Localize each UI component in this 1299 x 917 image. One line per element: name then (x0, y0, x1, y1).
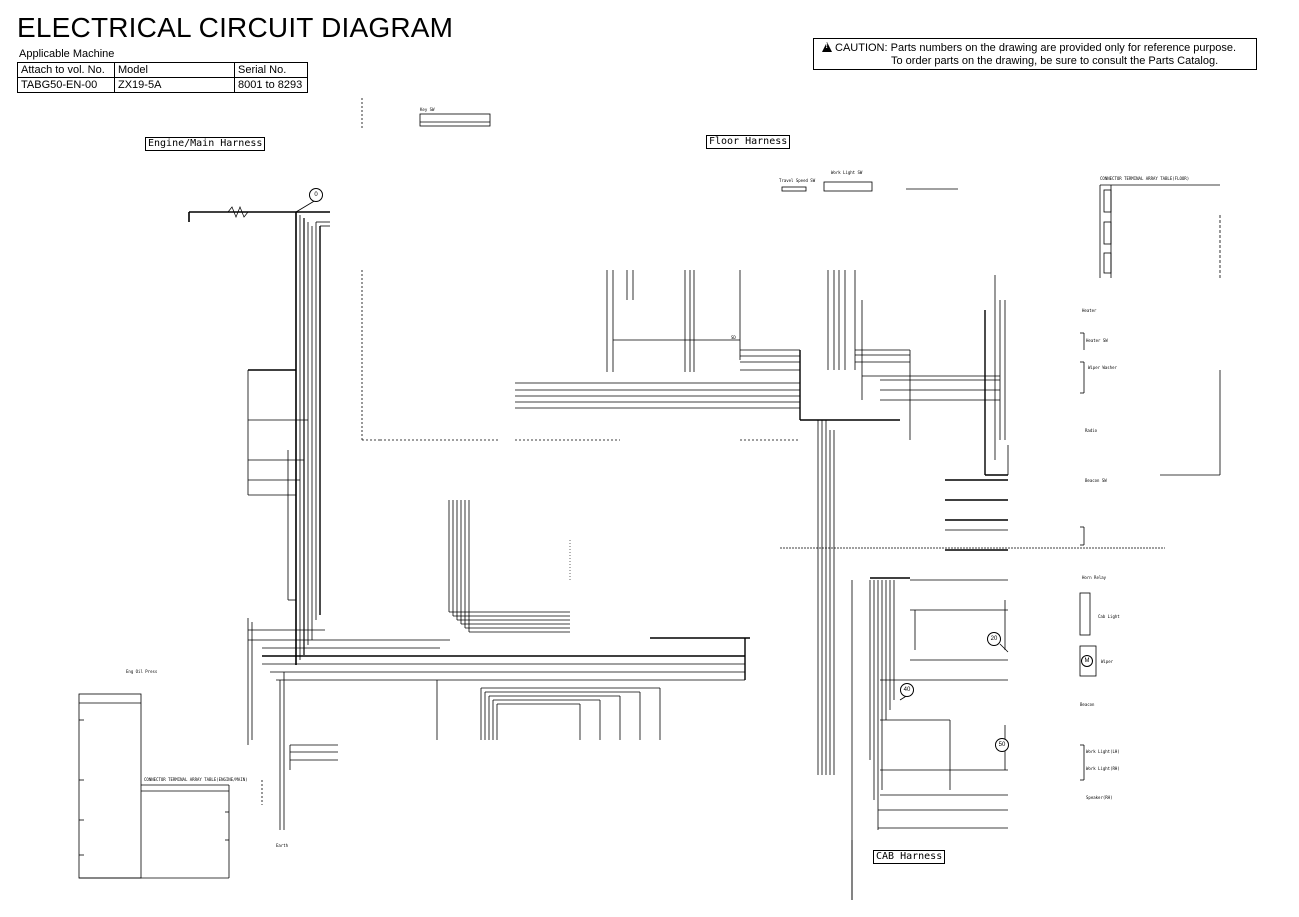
cell-attach-vol: TABG50-EN-00 (17, 77, 115, 93)
beacon-sw-label: Beacon SW (1085, 478, 1107, 483)
applicable-machine-table: Attach to vol. No. Model Serial No. TABG… (17, 62, 308, 93)
work-light-rh-label: Work Light(RH) (1086, 766, 1120, 771)
beacon-label: Beacon (1080, 702, 1095, 707)
horn-relay-label: Horn Relay (1082, 575, 1107, 580)
caution-line-1: CAUTION: Parts numbers on the drawing ar… (822, 41, 1236, 54)
travel-speed-sw-label: Travel Speed SW (779, 178, 816, 183)
cell-model: ZX19-5A (114, 77, 235, 93)
wiper-motor-label: Wiper (1101, 659, 1114, 664)
radio-label: Radio (1085, 428, 1098, 433)
eng-oil-press-label: Eng Oil Press (126, 669, 158, 674)
heater-sw-label: Heater SW (1086, 338, 1108, 343)
marker-20: 20 (987, 632, 1001, 646)
section-cab-harness: CAB Harness (873, 850, 946, 864)
caution-box: CAUTION: Parts numbers on the drawing ar… (813, 38, 1257, 70)
cell-serial: 8001 to 8293 (234, 77, 308, 93)
marker-0: 0 (309, 188, 323, 202)
sd-label: SD (731, 335, 736, 340)
caution-text-1: CAUTION: Parts numbers on the drawing ar… (835, 42, 1237, 54)
work-light-sw-label: Work Light SW (831, 170, 863, 175)
connector-table-floor-label: CONNECTOR TERMINAL ARRAY TABLE(FLOOR) (1100, 176, 1190, 181)
warning-triangle-icon (822, 42, 832, 52)
speaker-rh-label: Speaker(RH) (1086, 795, 1113, 800)
cab-light-label: Cab Light (1098, 614, 1120, 619)
applicable-machine-label: Applicable Machine (19, 48, 115, 60)
section-engine-main-harness: Engine/Main Harness (145, 137, 266, 151)
key-sw-label: Key SW (420, 107, 435, 112)
marker-40: 40 (900, 683, 914, 697)
earth-label: Earth (276, 843, 289, 848)
motor-icon: M (1081, 655, 1093, 667)
section-floor-harness: Floor Harness (706, 135, 791, 149)
marker-50: 50 (995, 738, 1009, 752)
table-row: TABG50-EN-00 ZX19-5A 8001 to 8293 (17, 77, 308, 93)
connector-table-engine-label: CONNECTOR TERMINAL ARRAY TABLE(ENGINE/MA… (144, 777, 248, 782)
page-title: ELECTRICAL CIRCUIT DIAGRAM (17, 12, 454, 43)
caution-line-2: To order parts on the drawing, be sure t… (891, 55, 1219, 67)
heater-label: Heater (1082, 308, 1097, 313)
work-light-lh-label: Work Light(LH) (1086, 749, 1120, 754)
wiper-washer-label: Wiper Washer (1088, 365, 1117, 370)
